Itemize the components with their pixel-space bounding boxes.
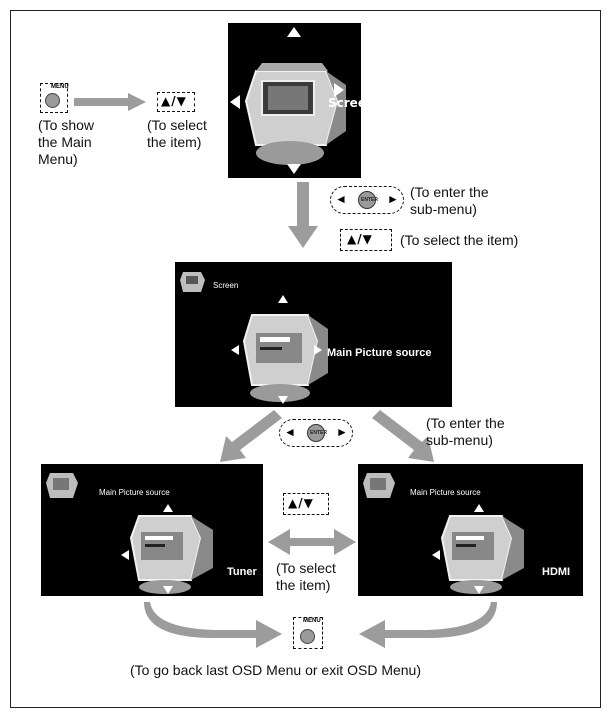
down-left-arrow-icon [218,408,282,464]
left-arrow-symbol: ◄ [335,192,347,206]
menu-button-knob-icon [300,629,315,644]
caption-go-back: (To go back last OSD Menu or exit OSD Me… [130,662,421,679]
left-arrow-symbol: ◄ [284,425,296,439]
nav-down-icon [287,164,301,174]
menu-button-text: MENU [51,84,69,90]
osd-submenu-screen: Screen Main Picture source [175,262,452,407]
main-menu-center-label: Screen [328,96,361,110]
enter-button-text: ENTER [361,197,378,203]
enter-button-icon: ENTER [307,424,325,442]
nav-up-icon [163,504,173,512]
small-monitor-icon [45,468,85,502]
small-monitor-icon [179,266,207,296]
monitor-icon [121,504,233,594]
up-down-arrow-text: ▲/▼ [161,94,187,108]
caption-enter-submenu-2: (To enter the sub-menu) [426,415,505,449]
caption-select-item-top: (To select the item) [147,117,207,151]
tuner-corner-label: Main Picture source [99,488,170,497]
nav-right-icon [334,83,344,97]
nav-right-icon [314,345,322,355]
curved-return-arrow-left-icon [144,600,286,650]
enter-button-text: ENTER [310,430,327,436]
up-down-arrow-text-bottom: ▲/▼ [288,496,314,510]
hdmi-corner-label: Main Picture source [410,488,481,497]
nav-up-icon [278,295,288,303]
right-arrow-symbol: ► [336,425,348,439]
nav-down-icon [278,396,288,404]
nav-left-icon [432,550,440,560]
caption-show-main-menu: (To show the Main Menu) [38,117,94,168]
nav-up-icon [474,504,484,512]
curved-return-arrow-right-icon [355,600,497,650]
nav-left-icon [121,550,129,560]
down-arrow-icon [288,182,318,252]
up-down-arrow-text-mid: ▲/▼ [347,232,373,246]
submenu-center-label: Main Picture source [327,347,432,359]
monitor-icon [432,504,544,594]
osd-tuner-screen: Main Picture source Tuner [41,464,263,596]
up-down-button-top: ▲/▼ [157,92,195,112]
right-arrow-symbol: ► [387,192,399,206]
left-enter-right-button-1: ◄ ENTER ► [330,186,404,214]
right-arrow-icon [72,92,152,112]
caption-select-item-bottom: (To select the item) [276,560,336,594]
osd-hdmi-screen: Main Picture source HDMI [358,464,583,596]
menu-button-knob-icon [45,93,60,108]
nav-down-icon [474,586,484,594]
hdmi-center-label: HDMI [542,566,570,578]
caption-enter-submenu-1: (To enter the sub-menu) [410,184,489,218]
enter-button-icon: ENTER [358,191,376,209]
up-down-button-mid: ▲/▼ [340,229,392,251]
tuner-center-label: Tuner [227,566,257,578]
menu-button-text: MENU [303,618,321,624]
left-enter-right-button-2: ◄ ENTER ► [279,419,353,447]
caption-select-item-mid: (To select the item) [400,232,518,249]
nav-left-icon [230,95,240,109]
nav-down-icon [163,586,173,594]
submenu-corner-label: Screen [213,281,238,290]
up-down-button-bottom: ▲/▼ [283,493,329,515]
nav-left-icon [231,345,239,355]
menu-button-illustration: MENU [40,83,68,113]
left-right-double-arrow-icon [268,527,356,557]
small-monitor-icon [362,468,402,502]
menu-button-illustration-bottom: MENU [293,617,323,649]
osd-main-menu-screen: Screen [228,23,361,178]
nav-up-icon [287,27,301,37]
